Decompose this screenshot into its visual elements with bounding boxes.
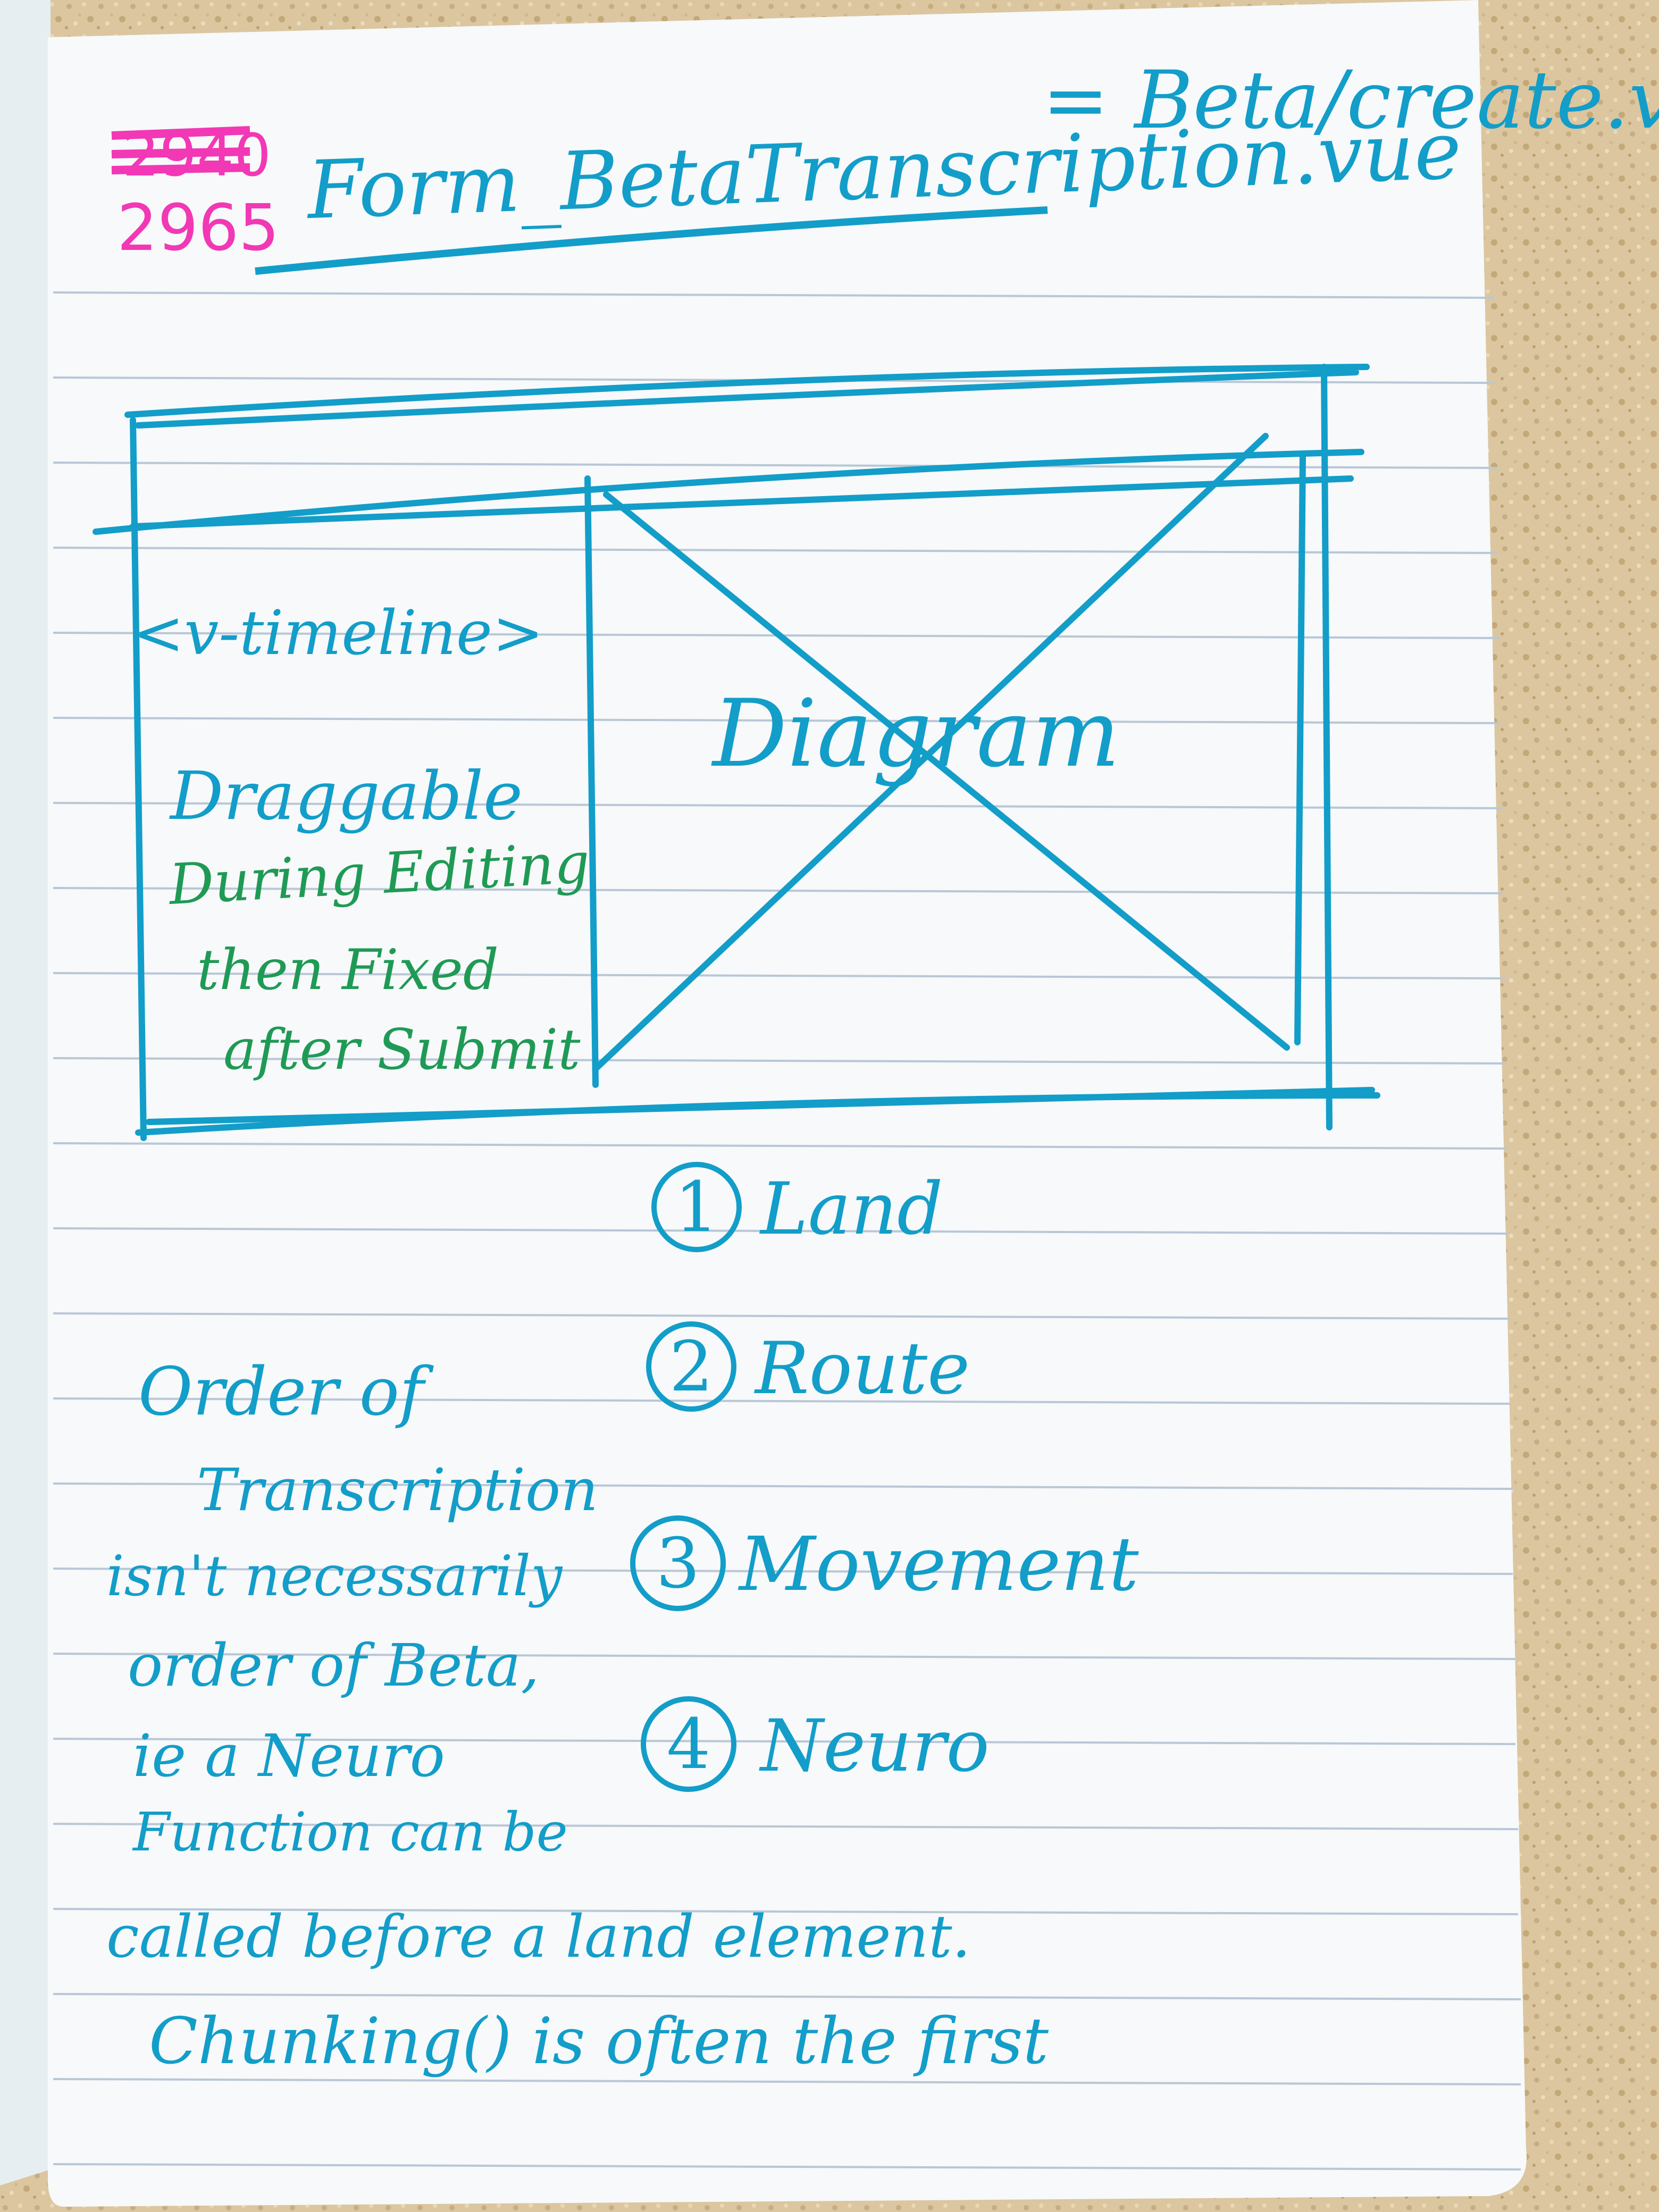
ruled-lines (53, 291, 1521, 2171)
step-1: 1 Land (651, 1162, 943, 1252)
step-4: 4 Neuro (641, 1696, 990, 1792)
step-list: 1 Land 2 Route 3 Movement 4 Neuro (630, 1162, 1139, 1792)
diagram-label: Diagram (711, 680, 1120, 788)
step-label: Neuro (759, 1704, 990, 1788)
step-number: 4 (667, 1704, 711, 1784)
header-underline (255, 206, 1048, 275)
page-number-current: 2965 (117, 191, 279, 265)
fixed-note: then Fixed (197, 937, 499, 1002)
step-number-circle (641, 1696, 736, 1792)
step-label: Land (759, 1167, 943, 1251)
step-number: 3 (656, 1523, 700, 1604)
note-line: isn't necessarily (106, 1544, 563, 1608)
submit-note: after Submit (223, 1017, 581, 1082)
step-number-circle (646, 1321, 736, 1412)
step-3: 3 Movement (630, 1515, 1139, 1611)
note-line: called before a land element. (106, 1903, 970, 1971)
note-line: Transcription (197, 1456, 598, 1524)
draggable-note: Draggable (169, 758, 523, 835)
note-line: Function can be (132, 1801, 568, 1863)
note-line: Order of (138, 1353, 434, 1430)
step-number: 2 (669, 1326, 714, 1407)
step-label: Movement (738, 1521, 1139, 1608)
transcription-notes: Order of Transcription isn't necessarily… (106, 1353, 1049, 2079)
step-number: 1 (675, 1167, 719, 1247)
note-line: Chunking() is often the first (149, 2005, 1049, 2079)
step-label: Route (753, 1327, 970, 1410)
strike-through (111, 126, 250, 174)
note-line: order of Beta, (128, 1631, 539, 1699)
diagram-placeholder-x (592, 433, 1290, 1072)
left-page-edge (0, 0, 51, 2185)
step-number-circle (651, 1162, 742, 1252)
header-alias: = Beta/create.vue (1042, 54, 1659, 147)
step-number-circle (630, 1515, 726, 1611)
wireframe-sketch (93, 364, 1380, 1141)
timeline-component-label: <v-timeline> (133, 598, 543, 669)
note-line: ie a Neuro (133, 1722, 445, 1790)
step-2: 2 Route (646, 1321, 970, 1412)
wireframe-frame (124, 364, 1370, 429)
